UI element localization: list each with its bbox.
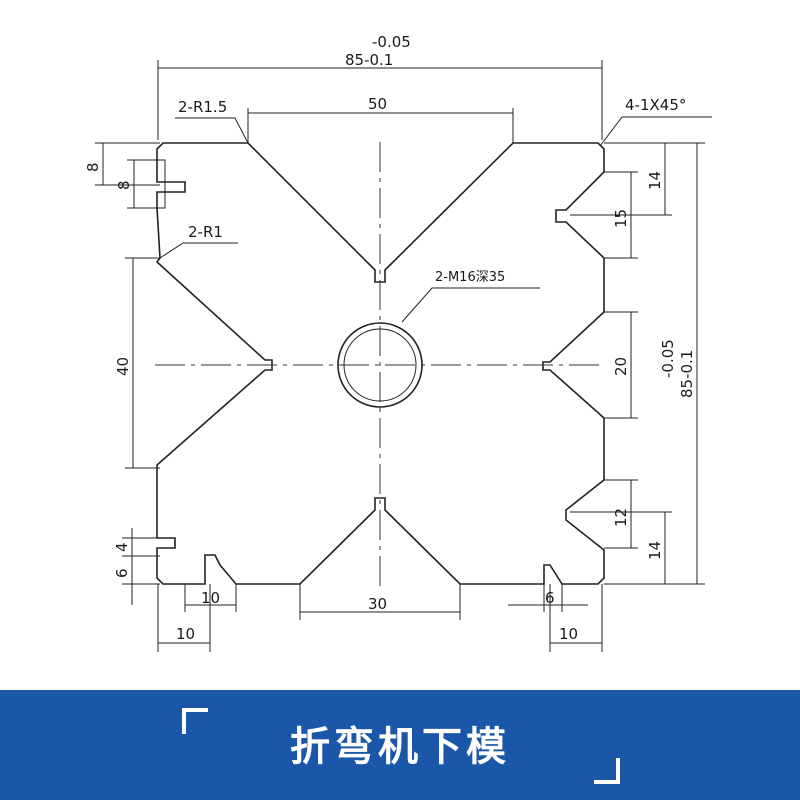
dim-20: 20 [612,357,630,376]
bracket-bottom-right [594,758,620,784]
dim-8-outer: 8 [84,162,102,172]
dim-14-top: 14 [646,171,664,190]
dim-4: 4 [113,542,131,552]
dim-10-left-outer: 10 [176,625,195,643]
dim-14-bottom: 14 [646,541,664,560]
top-width-tol: -0.05 [372,33,411,51]
r1-leader [159,242,238,259]
die-technical-drawing: -0.05 85-0.1 50 2-R1.5 4-1X45° 2-R1 2-M1… [84,33,712,652]
r15-note: 2-R1.5 [178,98,227,116]
top-width: 85-0.1 [345,51,393,69]
dim-50: 50 [368,95,387,113]
dim-12: 12 [612,508,630,527]
bracket-top-left [182,708,208,734]
hole-note: 2-M16深35 [435,270,505,285]
title-banner: 折弯机下模 [0,690,800,800]
dim-6: 6 [113,568,131,578]
hole-leader [401,287,540,323]
right-height: 85-0.1 [678,350,696,398]
dim-15: 15 [612,209,630,228]
banner-title: 折弯机下模 [290,724,510,770]
tapped-hole-outer [337,322,423,408]
left-slot-detail [157,159,166,209]
tapped-hole-inner [343,328,417,402]
chamfer-leader [599,116,712,147]
dim-10-right: 10 [559,625,578,643]
r1-note: 2-R1 [188,223,223,241]
dim-10-left-inner: 10 [201,589,220,607]
right-height-tol: -0.05 [659,339,677,378]
r15-leader [175,117,249,144]
dim-30: 30 [368,595,387,613]
dim-8-inner: 8 [115,180,133,190]
chamfer-note: 4-1X45° [625,96,686,114]
dim-40: 40 [114,357,132,376]
